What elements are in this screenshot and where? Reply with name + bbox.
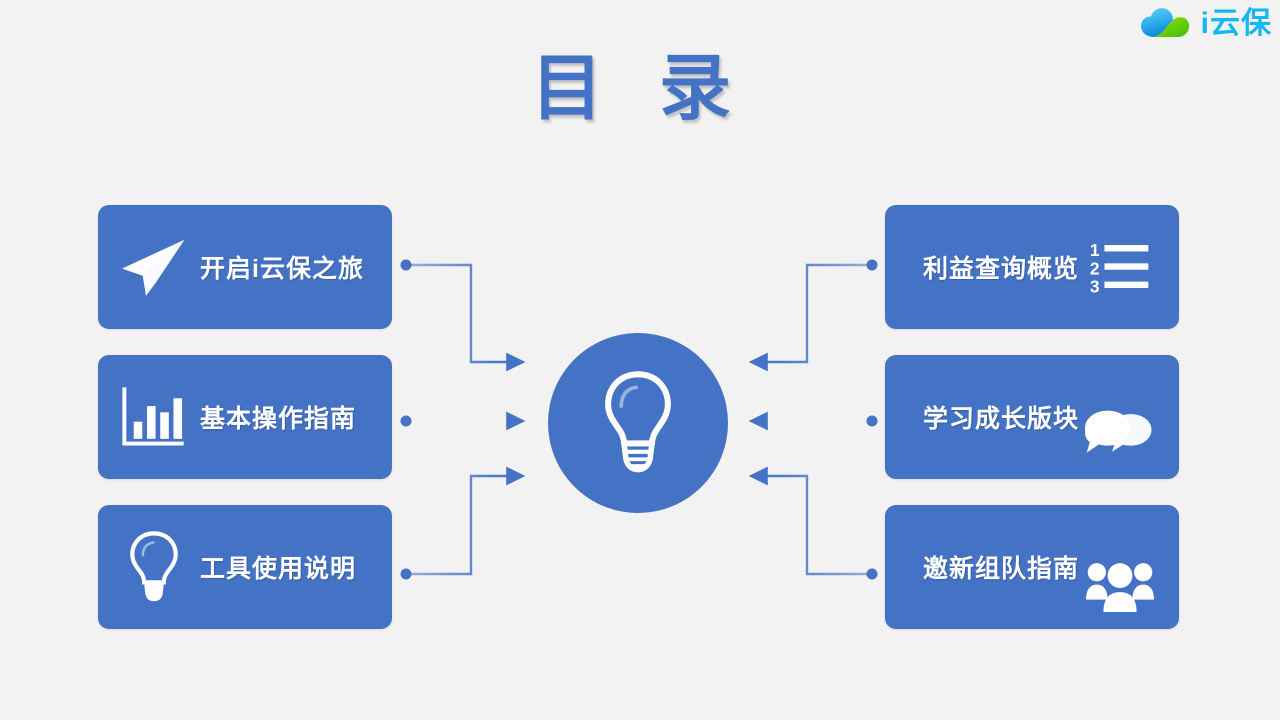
lightbulb-icon bbox=[590, 365, 686, 482]
card-label: 基本操作指南 bbox=[200, 405, 357, 433]
connector-left-bottom bbox=[400, 466, 526, 580]
page-title: 目 录 bbox=[530, 49, 749, 129]
numbered-list-icon: 1 2 3 bbox=[1085, 232, 1155, 302]
card-label: 邀新组队指南 bbox=[923, 555, 1080, 583]
bar-chart-icon bbox=[114, 377, 194, 457]
card-label: 工具使用说明 bbox=[200, 555, 357, 583]
card-label: 学习成长版块 bbox=[923, 405, 1080, 433]
card-start-journey[interactable]: 开启i云保之旅 bbox=[98, 205, 392, 329]
brand-logo: i云保 bbox=[1139, 4, 1272, 44]
connector-left-middle bbox=[400, 411, 526, 431]
card-benefit-overview[interactable]: 利益查询概览 1 2 3 bbox=[885, 205, 1179, 329]
people-group-icon bbox=[1085, 553, 1155, 623]
paper-plane-icon bbox=[114, 227, 194, 307]
connector-right-middle bbox=[748, 411, 878, 431]
connector-left-top bbox=[400, 259, 526, 372]
card-label: 利益查询概览 bbox=[923, 255, 1080, 283]
connector-right-top bbox=[748, 259, 878, 372]
cloud-logo-icon bbox=[1139, 4, 1195, 44]
svg-text:2: 2 bbox=[1090, 258, 1100, 278]
card-invite-team-guide[interactable]: 邀新组队指南 bbox=[885, 505, 1179, 629]
brand-name: i云保 bbox=[1200, 7, 1272, 40]
svg-text:3: 3 bbox=[1090, 277, 1100, 297]
card-basic-guide[interactable]: 基本操作指南 bbox=[98, 355, 392, 479]
card-label: 开启i云保之旅 bbox=[200, 255, 364, 283]
speech-bubbles-icon bbox=[1085, 401, 1155, 471]
connector-right-bottom bbox=[748, 466, 878, 580]
card-tool-instructions[interactable]: 工具使用说明 bbox=[98, 505, 392, 629]
svg-text:1: 1 bbox=[1090, 240, 1100, 260]
lightbulb-icon bbox=[114, 527, 194, 607]
card-learning-growth[interactable]: 学习成长版块 bbox=[885, 355, 1179, 479]
center-hub[interactable] bbox=[548, 333, 728, 513]
